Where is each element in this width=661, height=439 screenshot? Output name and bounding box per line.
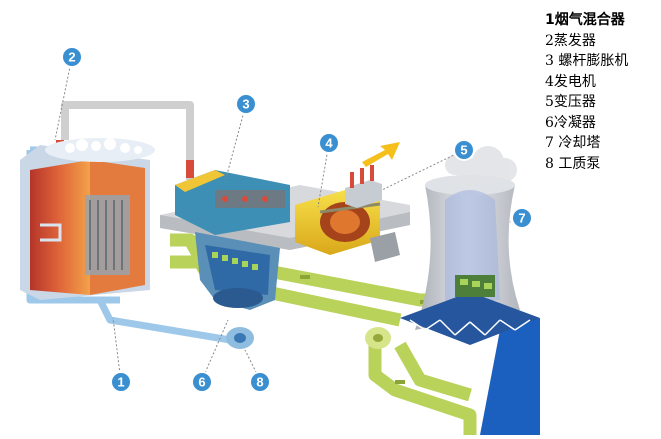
legend-item: 6冷凝器 <box>545 113 657 134</box>
svg-text:7: 7 <box>518 211 525 226</box>
legend-num: 6 <box>545 114 554 131</box>
steam-pipe <box>61 101 194 180</box>
legend-label: 烟气混合器 <box>554 12 625 28</box>
legend-label: 蒸发器 <box>553 32 596 49</box>
callout-7: 7 <box>511 207 533 229</box>
legend-num: 4 <box>545 73 554 90</box>
legend-item: 3 螺杆膨胀机 <box>545 51 657 72</box>
svg-text:3: 3 <box>242 97 249 112</box>
callout-1: 1 <box>110 371 132 393</box>
cooling-tower <box>400 146 540 345</box>
callout-2: 2 <box>61 46 83 68</box>
legend-label: 冷凝器 <box>553 114 596 131</box>
transformer <box>345 142 400 208</box>
pump <box>226 327 254 349</box>
legend-item: 1烟气混合器 <box>545 10 657 31</box>
legend-num: 3 <box>545 53 554 69</box>
callout-4: 4 <box>318 132 340 154</box>
ground-block <box>480 318 540 435</box>
legend-num: 5 <box>545 94 554 110</box>
legend-label: 螺杆膨胀机 <box>553 53 629 69</box>
svg-text:2: 2 <box>68 50 75 65</box>
svg-text:6: 6 <box>198 375 205 390</box>
legend-label: 发电机 <box>553 73 596 90</box>
legend-label: 冷却塔 <box>553 135 601 151</box>
legend-label: 工质泵 <box>553 155 601 172</box>
callout-8: 8 <box>249 371 271 393</box>
legend-item: 8 工质泵 <box>545 154 657 175</box>
legend-num: 1 <box>545 12 555 28</box>
legend-item: 2蒸发器 <box>545 31 657 52</box>
svg-text:8: 8 <box>256 375 263 390</box>
condenser <box>195 232 280 310</box>
legend-item: 5变压器 <box>545 92 657 113</box>
cooling-pump <box>365 327 391 349</box>
legend-num: 2 <box>545 32 554 49</box>
svg-text:5: 5 <box>460 143 467 158</box>
callout-5: 5 <box>453 139 475 161</box>
legend: 1烟气混合器 2蒸发器 3 螺杆膨胀机 4发电机 5变压器 6冷凝器 7 冷却塔… <box>545 10 657 174</box>
screw-expander <box>175 170 290 235</box>
legend-num: 8 <box>545 155 554 172</box>
boiler <box>20 138 155 300</box>
callouts: 2 3 4 5 7 1 6 8 <box>61 46 533 393</box>
svg-text:1: 1 <box>117 375 124 390</box>
callout-3: 3 <box>235 93 257 115</box>
legend-label: 变压器 <box>553 94 596 110</box>
legend-item: 4发电机 <box>545 72 657 93</box>
legend-item: 7 冷却塔 <box>545 133 657 154</box>
legend-num: 7 <box>545 135 554 151</box>
svg-text:4: 4 <box>325 136 333 151</box>
callout-6: 6 <box>191 371 213 393</box>
